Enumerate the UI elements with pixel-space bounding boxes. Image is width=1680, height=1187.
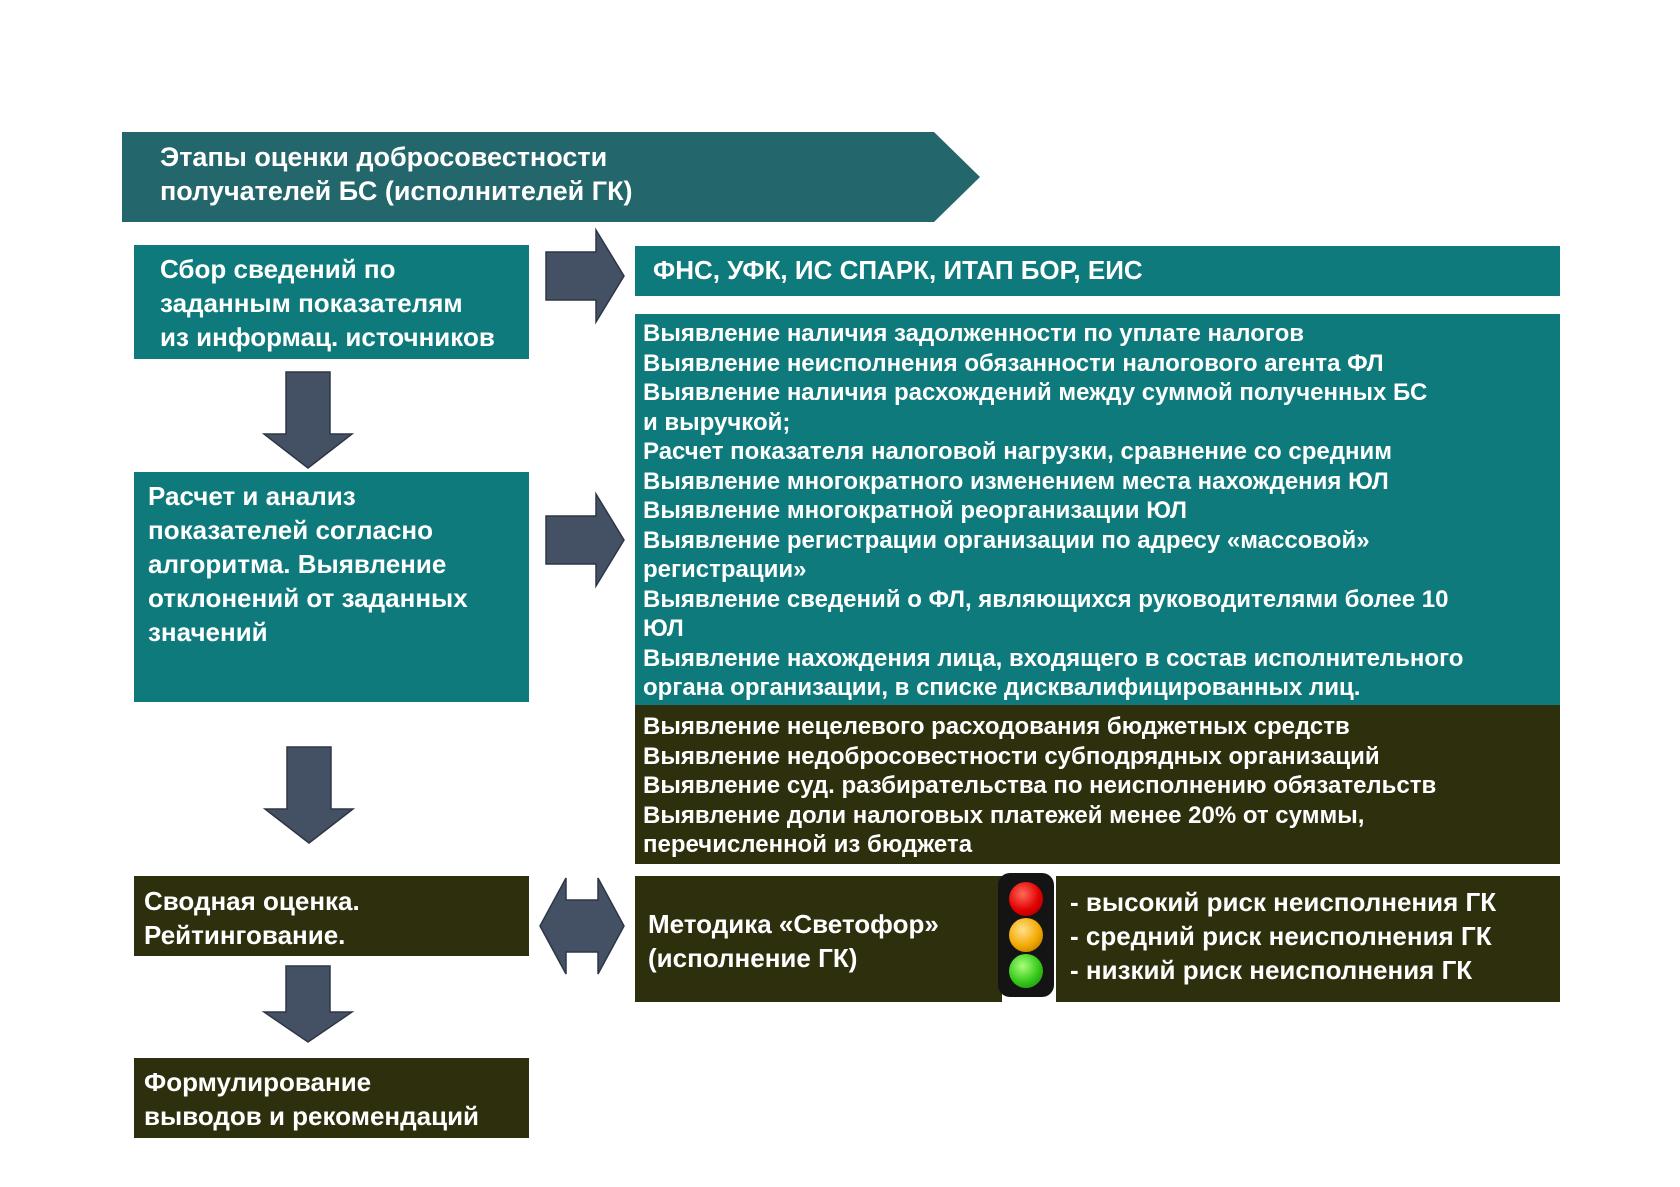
stage-summary-line: Рейтингование. <box>144 920 346 950</box>
stage-summary-box: Сводная оценка. Рейтингование. <box>134 876 529 956</box>
stage-collect-line: из информац. источников <box>160 322 495 352</box>
stage-collect-line: заданным показателям <box>160 288 463 318</box>
stage-analysis-line: отклонений от заданных <box>148 583 468 613</box>
header-title-line2: получателей БС (исполнителей ГК) <box>160 176 633 206</box>
method-title-line: (исполнение ГК) <box>648 943 858 973</box>
method-title-line: Методика «Светофор» <box>648 909 939 939</box>
arrow-right-icon <box>545 491 625 589</box>
check-item: Выявление многократной реорганизации ЮЛ <box>643 497 1187 524</box>
checks-budget-box: Выявление нецелевого расходования бюджет… <box>635 705 1560 864</box>
stage-collect-box: Сбор сведений по заданным показателям из… <box>134 245 529 359</box>
stage-analysis-box: Расчет и анализ показателей согласно алг… <box>134 472 529 702</box>
checks-tax-box: Выявление наличия задолженности по уплат… <box>635 314 1560 705</box>
risk-legend-box: - высокий риск неисполнения ГК - средний… <box>1056 876 1560 1002</box>
check-item: Выявление неисполнения обязанности налог… <box>643 349 1384 377</box>
stage-analysis-line: значений <box>148 617 268 647</box>
check-item: перечисленной из бюджета <box>643 831 973 858</box>
check-item: регистрации» <box>643 556 807 583</box>
stage-analysis-line: алгоритма. Выявление <box>148 549 447 579</box>
check-item: Выявление наличия задолженности по уплат… <box>643 320 1304 347</box>
traffic-light-icon <box>998 873 1054 997</box>
check-item: Расчет показателя налоговой нагрузки, ср… <box>643 438 1392 465</box>
check-item: Выявление нахождения лица, входящего в с… <box>643 644 1464 672</box>
stage-conclusions-line: Формулирование <box>144 1067 372 1097</box>
arrow-bidirectional-icon <box>539 877 625 975</box>
stage-analysis-line: показателей согласно <box>148 515 433 545</box>
sources-box: ФНС, УФК, ИС СПАРК, ИТАП БОР, ЕИС <box>635 246 1560 296</box>
stage-conclusions-box: Формулирование выводов и рекомендаций <box>134 1058 529 1138</box>
header-title-line1: Этапы оценки добросовестности <box>160 142 608 172</box>
check-item: Выявление доли налоговых платежей менее … <box>643 801 1365 829</box>
method-box: Методика «Светофор» (исполнение ГК) <box>635 876 1002 1002</box>
sources-text: ФНС, УФК, ИС СПАРК, ИТАП БОР, ЕИС <box>653 255 1143 285</box>
check-item: и выручкой; <box>643 408 791 436</box>
check-item: Выявление сведений о ФЛ, являющихся руко… <box>643 585 1449 613</box>
yellow-light-icon <box>1009 918 1043 952</box>
checks-tax-list: Выявление наличия задолженности по уплат… <box>643 319 1560 703</box>
check-item: Выявление многократного изменением места… <box>643 467 1389 495</box>
check-item: Выявление недобросовестности субподрядны… <box>643 742 1380 770</box>
risk-high-text: - высокий риск неисполнения ГК <box>1070 887 1497 917</box>
header-banner-title: Этапы оценки добросовестности получателе… <box>160 140 920 208</box>
check-item: Выявление суд. разбирательства по неиспо… <box>643 772 1437 799</box>
check-item: Выявление нецелевого расходования бюджет… <box>643 713 1350 740</box>
stage-collect-line: Сбор сведений по <box>160 254 396 284</box>
stage-conclusions-line: выводов и рекомендаций <box>144 1101 480 1131</box>
arrow-down-icon <box>261 965 355 1043</box>
check-item: ЮЛ <box>643 615 684 642</box>
arrow-down-icon <box>262 746 356 844</box>
check-item: Выявление наличия расхождений между сумм… <box>643 379 1428 406</box>
stage-summary-line: Сводная оценка. <box>144 886 360 916</box>
risk-low-text: - низкий риск неисполнения ГК <box>1070 955 1473 985</box>
arrow-down-icon <box>261 371 355 469</box>
risk-medium-text: - средний риск неисполнения ГК <box>1070 921 1492 951</box>
check-item: Выявление регистрации организации по адр… <box>643 526 1370 554</box>
arrow-right-icon <box>545 227 625 325</box>
check-item: органа организации, в списке дисквалифиц… <box>643 674 1361 701</box>
red-light-icon <box>1009 882 1043 916</box>
header-banner-shape <box>122 132 980 222</box>
green-light-icon <box>1009 954 1043 988</box>
checks-budget-list: Выявление нецелевого расходования бюджет… <box>643 712 1560 860</box>
stage-analysis-line: Расчет и анализ <box>148 481 356 511</box>
